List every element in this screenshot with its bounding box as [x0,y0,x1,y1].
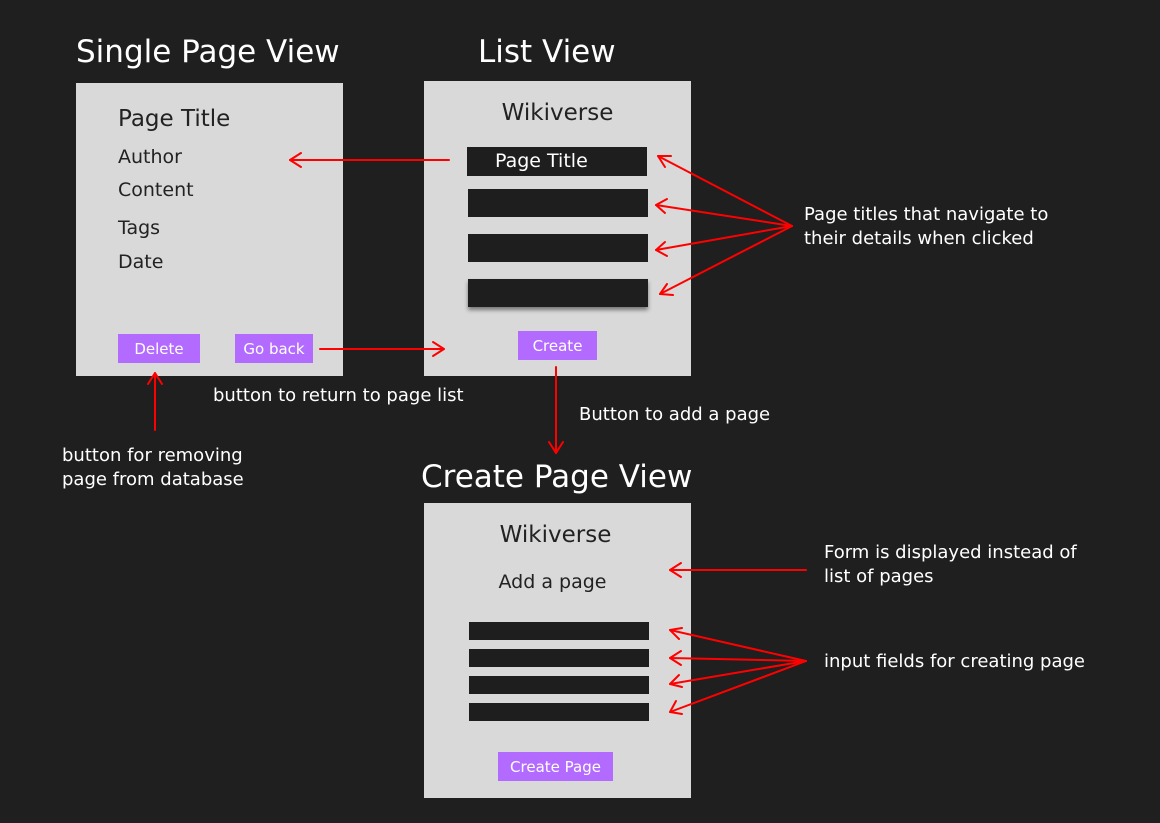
remove-note-line2: page from database [62,469,244,490]
page-title: Page Title [118,106,231,132]
form-note-line1: Form is displayed instead of [824,542,1077,563]
arrow-create [548,366,564,454]
remove-note-line1: button for removing [62,445,243,466]
create-button[interactable]: Create [518,331,597,360]
input-field[interactable] [469,676,649,694]
create-page-button[interactable]: Create Page [498,752,613,781]
app-title: Wikiverse [501,100,614,126]
single-page-panel: Page Title Author Content Tags Date Dele… [76,83,343,376]
list-view-panel: Wikiverse Page Title Create [424,81,691,376]
page-title-link[interactable]: Page Title [467,147,647,176]
date-field: Date [118,251,164,273]
page-titles-note-line2: their details when clicked [804,228,1034,249]
page-title-link[interactable] [468,189,648,217]
tags-field: Tags [118,217,161,239]
form-note-line2: list of pages [824,566,934,587]
go-back-button[interactable]: Go back [235,334,313,363]
page-title-link[interactable] [468,279,648,307]
add-button-note: Button to add a page [579,404,771,425]
arrow-to-single-page [289,152,450,168]
author-field: Author [118,146,182,168]
list-view-heading: List View [478,34,616,70]
input-field[interactable] [469,703,649,721]
app-title: Wikiverse [499,522,612,548]
inputs-note: input fields for creating page [824,651,1086,672]
arrow-page-titles [655,155,793,296]
delete-button[interactable]: Delete [118,334,200,363]
arrow-delete [147,372,163,431]
create-page-panel: Wikiverse Add a page Create Page [424,503,691,798]
page-titles-note-line1: Page titles that navigate to [804,204,1049,225]
return-button-note: button to return to page list [213,385,464,406]
content-field: Content [118,179,194,201]
arrow-go-back [319,341,445,357]
input-field[interactable] [469,622,649,640]
arrow-form [669,562,807,578]
arrow-input-fields [669,627,807,715]
add-page-subtitle: Add a page [498,571,607,593]
single-page-view-heading: Single Page View [76,34,340,70]
create-page-view-heading: Create Page View [421,459,693,495]
input-field[interactable] [469,649,649,667]
page-title-link[interactable] [468,234,648,262]
